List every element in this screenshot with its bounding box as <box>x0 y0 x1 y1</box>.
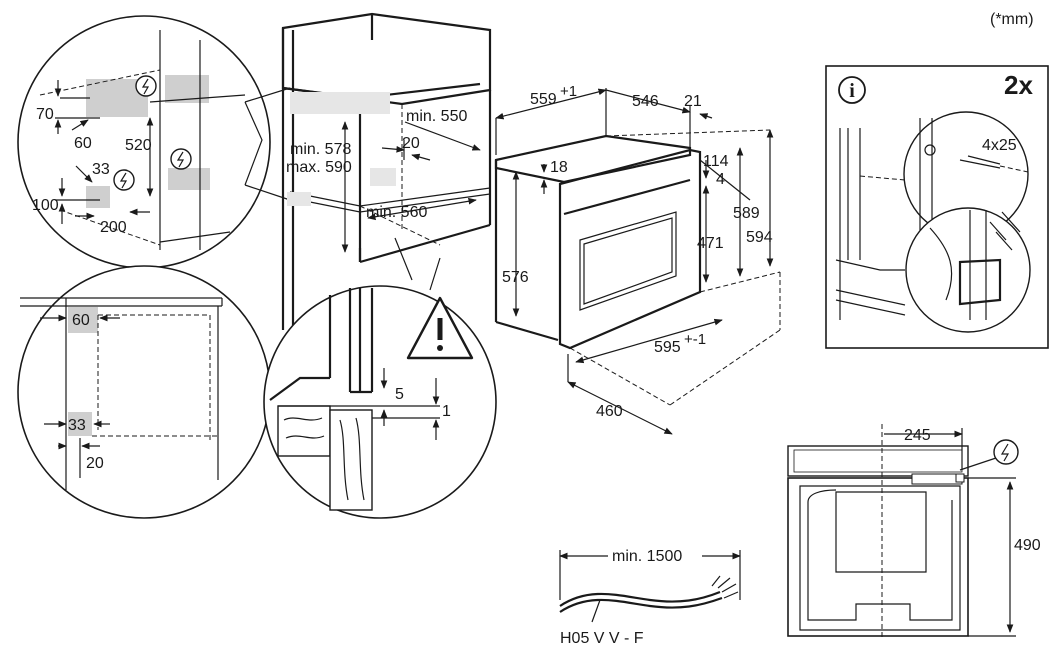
oven-width-tolerance: +1 <box>560 83 577 100</box>
oven-595-tolerance: +-1 <box>684 331 706 348</box>
dim-1: 1 <box>442 403 451 420</box>
oven-depth-546: 546 <box>632 93 659 110</box>
dim-520: 520 <box>125 137 152 154</box>
oven-594: 594 <box>746 229 773 246</box>
dim-490: 490 <box>1014 537 1041 554</box>
min-578-label: min. 578 <box>290 141 351 158</box>
oven-4: 4 <box>716 171 725 188</box>
oven-18: 18 <box>550 159 568 176</box>
info-icon: i <box>838 76 866 104</box>
dim-200: 200 <box>100 219 127 236</box>
cable-drawing: min. 1500 H05 V V - F <box>559 546 741 647</box>
dim-60-bottom: 60 <box>72 312 90 329</box>
max-590-label: max. 590 <box>286 159 352 176</box>
min-550-label: min. 550 <box>406 108 467 125</box>
lightning-icon <box>993 439 1019 465</box>
lightning-icon <box>135 75 157 97</box>
cable-type: H05 V V - F <box>560 630 644 647</box>
cable-min-length: min. 1500 <box>612 548 682 565</box>
oven-595: 595 <box>654 339 681 356</box>
detail-circle-bottom-left: 60 33 20 <box>17 265 271 519</box>
dim-33: 33 <box>92 161 110 178</box>
oven-460: 460 <box>596 403 623 420</box>
oven-width-559: 559 <box>530 91 557 108</box>
dim-33-bottom: 33 <box>68 417 86 434</box>
oven-471: 471 <box>697 235 724 252</box>
front-view: 245 490 <box>787 424 1041 640</box>
dim-20-bottom: 20 <box>86 455 104 472</box>
oven-drawing: 559 +1 546 21 18 114 4 471 589 594 576 5… <box>494 83 781 435</box>
lightning-icon <box>170 148 192 170</box>
dim-245: 245 <box>904 427 931 444</box>
quantity-label: 2x <box>1004 70 1033 100</box>
detail-circle-top-left: 70 60 520 33 100 200 <box>17 15 271 269</box>
warning-icon <box>406 296 474 360</box>
gap-20-label: 20 <box>402 135 420 152</box>
min-560-label: min. 560 <box>366 204 427 221</box>
dim-100: 100 <box>32 197 59 214</box>
detail-circle-alignment: 5 1 <box>263 237 497 519</box>
dim-70: 70 <box>36 106 54 123</box>
dim-5: 5 <box>395 386 404 403</box>
cabinet-housing: min. 578 max. 590 min. 550 20 min. 560 <box>281 12 492 340</box>
oven-114: 114 <box>703 153 729 170</box>
svg-text:i: i <box>849 80 855 102</box>
info-box: i 2x 4x25 <box>825 65 1049 349</box>
screw-label: 4x25 <box>982 137 1017 154</box>
lightning-icon <box>113 169 135 191</box>
oven-589: 589 <box>733 205 760 222</box>
dim-60: 60 <box>74 135 92 152</box>
oven-21: 21 <box>684 93 702 110</box>
units-label: (*mm) <box>990 11 1034 28</box>
oven-576: 576 <box>502 269 529 286</box>
